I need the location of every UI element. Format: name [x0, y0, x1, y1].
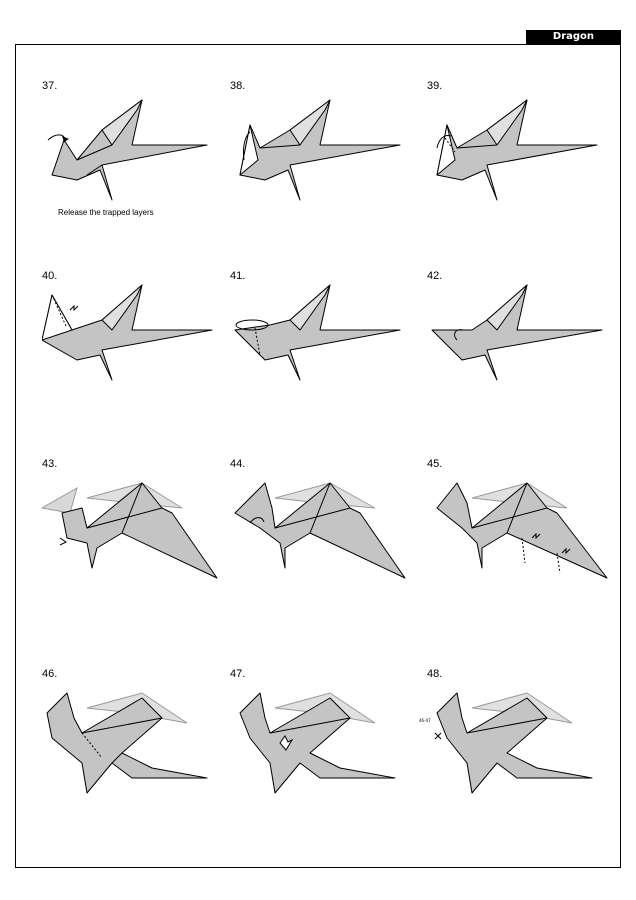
step-number: 48. [427, 668, 443, 680]
step-39-diagram [436, 99, 598, 201]
step-45: 45. [427, 458, 617, 628]
step-43: 43. [42, 458, 232, 628]
step-46: 46. [42, 668, 232, 838]
step-46-diagram [46, 692, 208, 794]
step-40: 40. [42, 270, 232, 440]
page-frame [15, 44, 621, 868]
step-48-diagram [434, 692, 593, 794]
step-number: 43. [42, 458, 58, 470]
step-37-diagram [47, 99, 208, 201]
step-38-diagram [239, 99, 401, 201]
step-number: 39. [427, 80, 443, 92]
step-number: 47. [230, 668, 246, 680]
header-title: Dragon [526, 30, 621, 44]
step-number: 38. [230, 80, 246, 92]
step-number: 46. [42, 668, 58, 680]
step-41-diagram [234, 284, 401, 381]
step-48: 48. 46-47 [419, 668, 617, 838]
step-38: 38. [230, 80, 420, 250]
step-caption: Release the trapped layers [58, 208, 154, 217]
step-number: 41. [230, 270, 246, 282]
step-44-diagram [234, 482, 406, 579]
step-39: 39. [427, 80, 617, 250]
step-42: 42. [427, 270, 617, 440]
step-number: 42. [427, 270, 443, 282]
step-37: 37. Release the trapped layers [42, 80, 232, 250]
step-43-diagram [42, 482, 218, 579]
step-number: 40. [42, 270, 58, 282]
step-48-reference: 46-47 [419, 718, 431, 723]
step-number: 44. [230, 458, 246, 470]
step-40-diagram [42, 284, 213, 381]
step-44: 44. [230, 458, 420, 628]
step-41: 41. [230, 270, 420, 440]
step-number: 45. [427, 458, 443, 470]
step-47: 47. [230, 668, 420, 838]
step-42-diagram [431, 284, 603, 381]
step-47-diagram [239, 692, 396, 794]
step-45-diagram [436, 482, 608, 579]
step-number: 37. [42, 80, 58, 92]
